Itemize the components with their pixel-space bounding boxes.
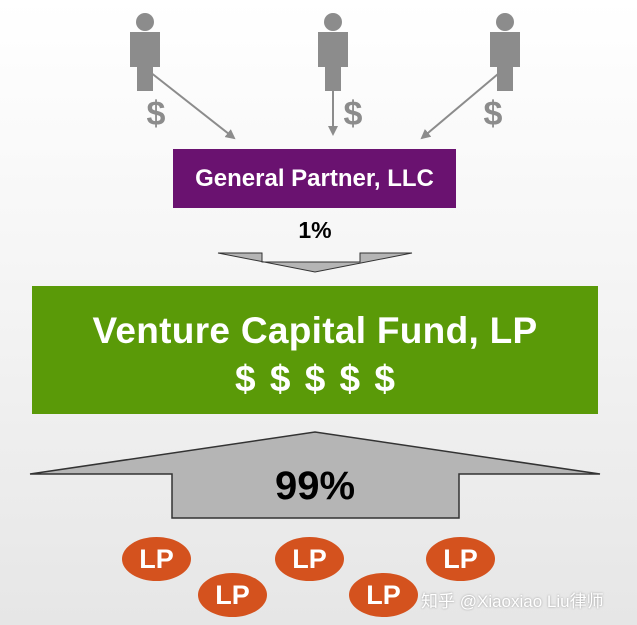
lp-oval: LP xyxy=(349,573,418,617)
person-icon xyxy=(318,13,348,91)
person-icon xyxy=(490,13,520,91)
investor-dollar: $ xyxy=(483,95,503,133)
investor-arrow xyxy=(149,71,236,140)
limited-partner-contribution: 99% xyxy=(274,464,356,508)
lp-oval: LP xyxy=(275,537,344,581)
person-icon xyxy=(130,13,160,91)
gp-contribution-arrow xyxy=(217,252,413,273)
lp-oval: LP xyxy=(198,573,267,617)
general-partner-contribution: 1% xyxy=(298,217,332,243)
investor-dollar: $ xyxy=(343,95,363,133)
general-partner-label: General Partner, LLC xyxy=(195,164,434,192)
investor-arrow xyxy=(420,73,499,140)
watermark: 知乎 @Xiaoxiao Liu律师 xyxy=(421,592,604,611)
lp-oval: LP xyxy=(122,537,191,581)
general-partner-box: General Partner, LLC xyxy=(173,149,456,208)
fund-box: Venture Capital Fund, LP $ $ $ $ $ xyxy=(32,286,598,414)
lp-contribution-arrow xyxy=(29,431,601,519)
fund-title: Venture Capital Fund, LP xyxy=(92,310,538,351)
fund-dollars: $ $ $ $ $ xyxy=(234,358,395,399)
lp-oval: LP xyxy=(426,537,495,581)
investor-dollar: $ xyxy=(146,95,166,133)
